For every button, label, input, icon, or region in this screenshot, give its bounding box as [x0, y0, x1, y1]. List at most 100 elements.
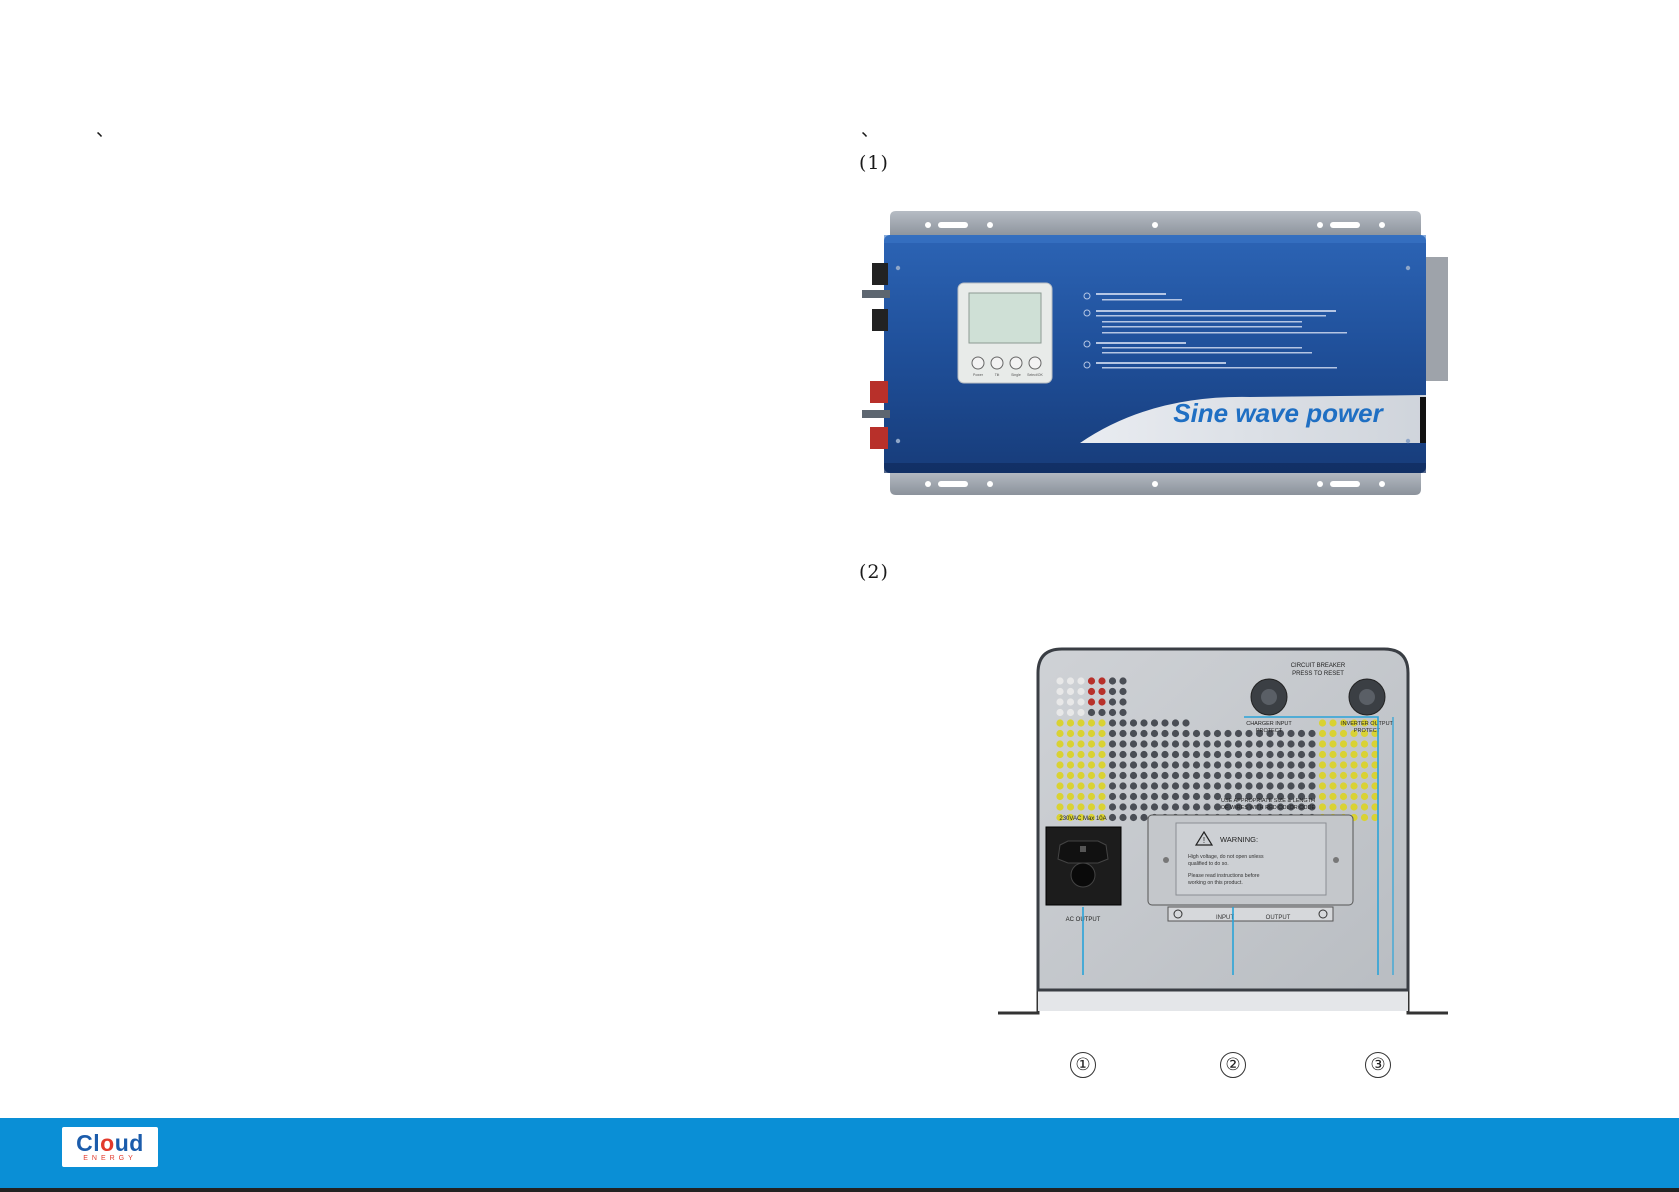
vent-hole: [1129, 792, 1138, 801]
callout-1: ①: [1070, 1052, 1096, 1078]
wire-note-2: OF WIRES WITH RED COLOR CODE: [1221, 805, 1316, 811]
lcd-button-power[interactable]: [971, 356, 985, 370]
vent-hole: [1308, 729, 1316, 738]
vent-hole: [1276, 771, 1285, 780]
vent-hole: [1203, 792, 1211, 801]
vent-hole: [1108, 813, 1117, 822]
vent-hole: [1224, 771, 1232, 780]
lcd-button-label-power: Power: [973, 373, 984, 377]
vent-hole: [1203, 761, 1211, 769]
lcd-button-select[interactable]: [1028, 356, 1042, 370]
vent-hole: [1318, 740, 1327, 748]
vent-hole: [1056, 761, 1064, 769]
vent-hole: [1119, 708, 1127, 717]
vent-hole: [1087, 740, 1096, 748]
vent-hole: [1066, 719, 1075, 727]
vent-hole: [1213, 740, 1222, 748]
vent-hole: [1329, 771, 1337, 780]
lcd-button-single[interactable]: [1009, 356, 1023, 370]
warning-title: WARNING:: [1220, 835, 1258, 844]
vent-hole: [1360, 750, 1369, 759]
panel-instructions: [1083, 292, 1347, 369]
terminal-strip: [1167, 906, 1334, 922]
vent-hole: [1276, 740, 1285, 748]
vent-hole: [1297, 782, 1306, 790]
lcd-button-tilt[interactable]: [990, 356, 1004, 370]
vent-hole: [1308, 740, 1316, 748]
lcd-button-label-tilt: Tilt: [995, 373, 1000, 377]
ac-output-socket[interactable]: [1045, 826, 1122, 906]
vent-hole: [1108, 677, 1117, 685]
vent-hole: [1287, 792, 1295, 801]
vent-hole: [1077, 687, 1085, 696]
vent-hole: [1171, 803, 1180, 811]
breaker-right-label-2: PROTECT: [1354, 728, 1381, 734]
vent-hole: [1150, 740, 1159, 748]
vent-hole: [1098, 740, 1106, 748]
right-page-mark: 、: [861, 120, 879, 141]
vent-hole: [1308, 771, 1316, 780]
vent-hole: [1192, 792, 1201, 801]
vent-hole: [1087, 792, 1096, 801]
terminal-input-label: INPUT: [1216, 915, 1234, 921]
vent-hole: [1108, 719, 1117, 727]
vent-hole: [1203, 803, 1211, 811]
vent-hole: [1119, 782, 1127, 790]
vent-hole: [1077, 719, 1085, 727]
vent-hole: [1255, 803, 1264, 811]
vent-hole: [1150, 803, 1159, 811]
vent-hole: [1108, 771, 1117, 780]
vent-hole: [1266, 782, 1274, 790]
vent-hole: [1108, 803, 1117, 811]
vent-hole: [1150, 729, 1159, 738]
vent-hole: [1255, 729, 1264, 738]
vent-hole: [1245, 782, 1253, 790]
vent-hole: [1066, 792, 1075, 801]
vent-hole: [1108, 708, 1117, 717]
vent-hole: [1234, 729, 1243, 738]
vent-hole: [1098, 771, 1106, 780]
vent-hole: [1339, 782, 1348, 790]
vent-hole: [1056, 792, 1064, 801]
vent-hole: [1255, 740, 1264, 748]
vent-hole: [1129, 719, 1138, 727]
bottom-rail-holes: [925, 481, 1385, 487]
breaker-left-label-1: CHARGER INPUT: [1246, 721, 1292, 727]
vent-hole: [1213, 729, 1222, 738]
vent-hole: [1150, 761, 1159, 769]
vent-hole: [1140, 813, 1148, 822]
vent-hole: [1077, 750, 1085, 759]
vent-hole: [1318, 771, 1327, 780]
warning-icon: [1194, 830, 1214, 846]
vent-hole: [1108, 698, 1117, 706]
vent-hole: [1119, 729, 1127, 738]
vent-hole: [1360, 813, 1369, 822]
lcd-button-label-single: Single: [1011, 373, 1021, 377]
vent-hole: [1066, 782, 1075, 790]
vent-hole: [1182, 792, 1190, 801]
callout-3: ③: [1365, 1052, 1391, 1078]
vent-hole: [1056, 729, 1064, 738]
vent-hole: [1161, 740, 1169, 748]
vent-hole: [1245, 792, 1253, 801]
vent-hole: [1129, 771, 1138, 780]
vent-hole: [1339, 740, 1348, 748]
vent-hole: [1066, 698, 1075, 706]
lcd-button-label-select: Select/OK: [1027, 373, 1043, 377]
vent-hole: [1203, 729, 1211, 738]
vent-hole: [1108, 750, 1117, 759]
vent-hole: [1329, 750, 1337, 759]
vent-hole: [1234, 792, 1243, 801]
vent-hole: [1224, 740, 1232, 748]
vent-hole: [1098, 813, 1106, 822]
terminal-output-label: OUTPUT: [1266, 915, 1291, 921]
vent-hole: [1350, 761, 1358, 769]
vent-hole: [1182, 750, 1190, 759]
vent-hole: [1150, 750, 1159, 759]
vent-hole: [1192, 803, 1201, 811]
vent-hole: [1119, 792, 1127, 801]
vent-hole: [1087, 729, 1096, 738]
vent-hole: [1077, 792, 1085, 801]
vent-hole: [1066, 740, 1075, 748]
vent-hole: [1234, 771, 1243, 780]
